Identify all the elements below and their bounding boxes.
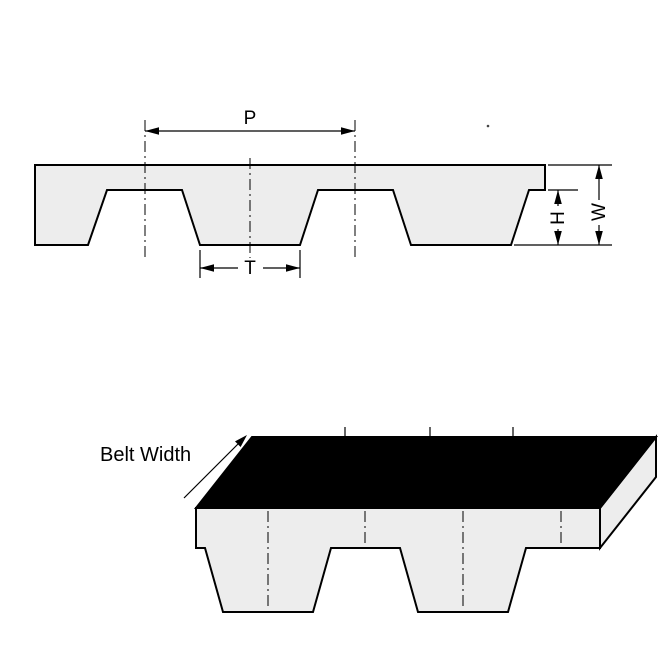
tooth-width-label: T	[244, 258, 256, 279]
belt-thickness-arrow-up	[595, 165, 603, 179]
belt-width-arrow-head	[235, 435, 247, 447]
top-edge-ticks	[344, 427, 514, 442]
tooth-height-label: H	[548, 211, 569, 225]
belt-thickness-label: W	[589, 203, 610, 221]
belt-thickness-dimension: W	[514, 164, 612, 246]
belt-top-surface	[193, 436, 659, 509]
stray-mark	[486, 124, 490, 128]
belt-front-face	[195, 507, 601, 613]
tooth-width-dimension: T	[199, 250, 301, 279]
centerlines	[144, 120, 356, 258]
tooth-height-arrow-up	[554, 190, 562, 204]
belt-width-label: Belt Width	[100, 444, 191, 466]
pitch-dimension: P	[145, 108, 355, 135]
belt-profile	[34, 164, 546, 246]
belt-width-annotation: Belt Width	[100, 435, 247, 499]
tooth-width-arrow-left	[200, 264, 214, 272]
belt-thickness-arrow-down	[595, 231, 603, 245]
pitch-arrow-left	[145, 127, 159, 135]
pitch-label: P	[244, 108, 257, 129]
pitch-arrow-right	[341, 127, 355, 135]
tooth-height-dimension: H	[548, 189, 578, 245]
isometric-view: Belt Width	[100, 427, 659, 613]
cross-section-view: P T H W	[34, 108, 612, 279]
front-face-centerlines	[267, 511, 562, 609]
belt-width-arrow-line	[183, 442, 240, 499]
tooth-height-arrow-down	[554, 231, 562, 245]
tooth-width-arrow-right	[286, 264, 300, 272]
